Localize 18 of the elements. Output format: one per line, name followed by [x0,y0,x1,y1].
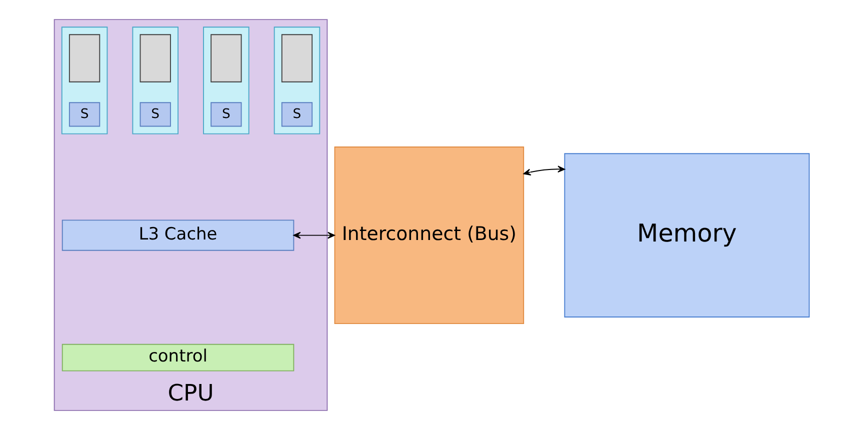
arrow [523,166,566,176]
node-box: Memory [564,153,810,318]
cluster [274,26,320,134]
arrow [293,232,335,239]
node-box: Interconnect (Bus) [334,146,524,324]
node-box [140,34,171,82]
node-box: control [62,344,294,372]
cluster [132,26,178,134]
node-box: S [210,102,242,127]
node-box: S [281,102,313,127]
node-box: S [140,102,171,127]
cluster [61,26,108,134]
node-box: S [68,102,100,127]
cluster [203,26,250,134]
node-box: L3 Cache [62,220,294,251]
node-box [210,34,242,82]
node-box [68,34,100,82]
node-box [281,34,313,82]
